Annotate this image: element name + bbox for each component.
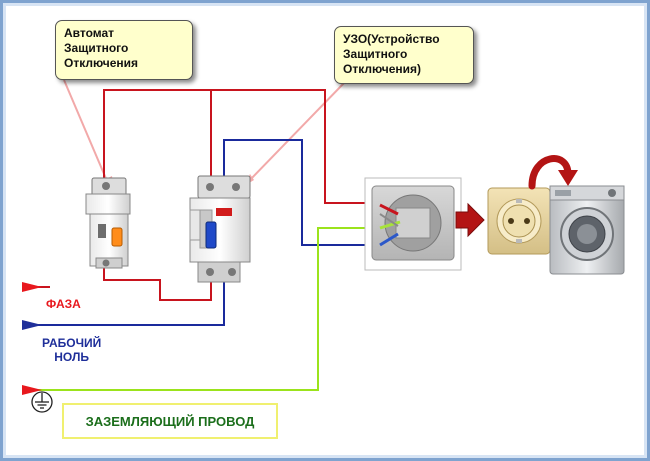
ground-arrow: [22, 385, 42, 395]
circuit-breaker-icon: [85, 177, 131, 269]
power-arrow-head: [558, 170, 578, 186]
ground-label: ЗАЗЕМЛЯЮЩИЙ ПРОВОД: [85, 413, 255, 429]
phase-wires: [34, 89, 380, 301]
power-arrow: [528, 155, 572, 190]
junction-box-icon: [364, 177, 462, 271]
rcd-icon: [189, 175, 251, 283]
rcd-pointer: [247, 81, 346, 183]
breaker-pointer: [63, 79, 111, 189]
phase-label: ФАЗА: [46, 297, 81, 311]
rcd-callout: УЗО(Устройство Защитного Отключения): [334, 26, 474, 84]
output-arrow: [455, 202, 485, 238]
ground-label-box: ЗАЗЕМЛЯЮЩИЙ ПРОВОД: [62, 403, 278, 439]
neutral-label: РАБОЧИЙ НОЛЬ: [42, 336, 102, 364]
phase-arrow: [22, 282, 42, 292]
socket-icon: [487, 187, 551, 255]
breaker-callout: Автомат Защитного Отключения: [55, 20, 193, 80]
neutral-wires: [34, 139, 380, 326]
ground-wire: [34, 227, 380, 391]
ground-symbol-icon: [31, 391, 53, 413]
washing-machine-icon: [549, 185, 625, 275]
neutral-arrow: [22, 320, 42, 330]
